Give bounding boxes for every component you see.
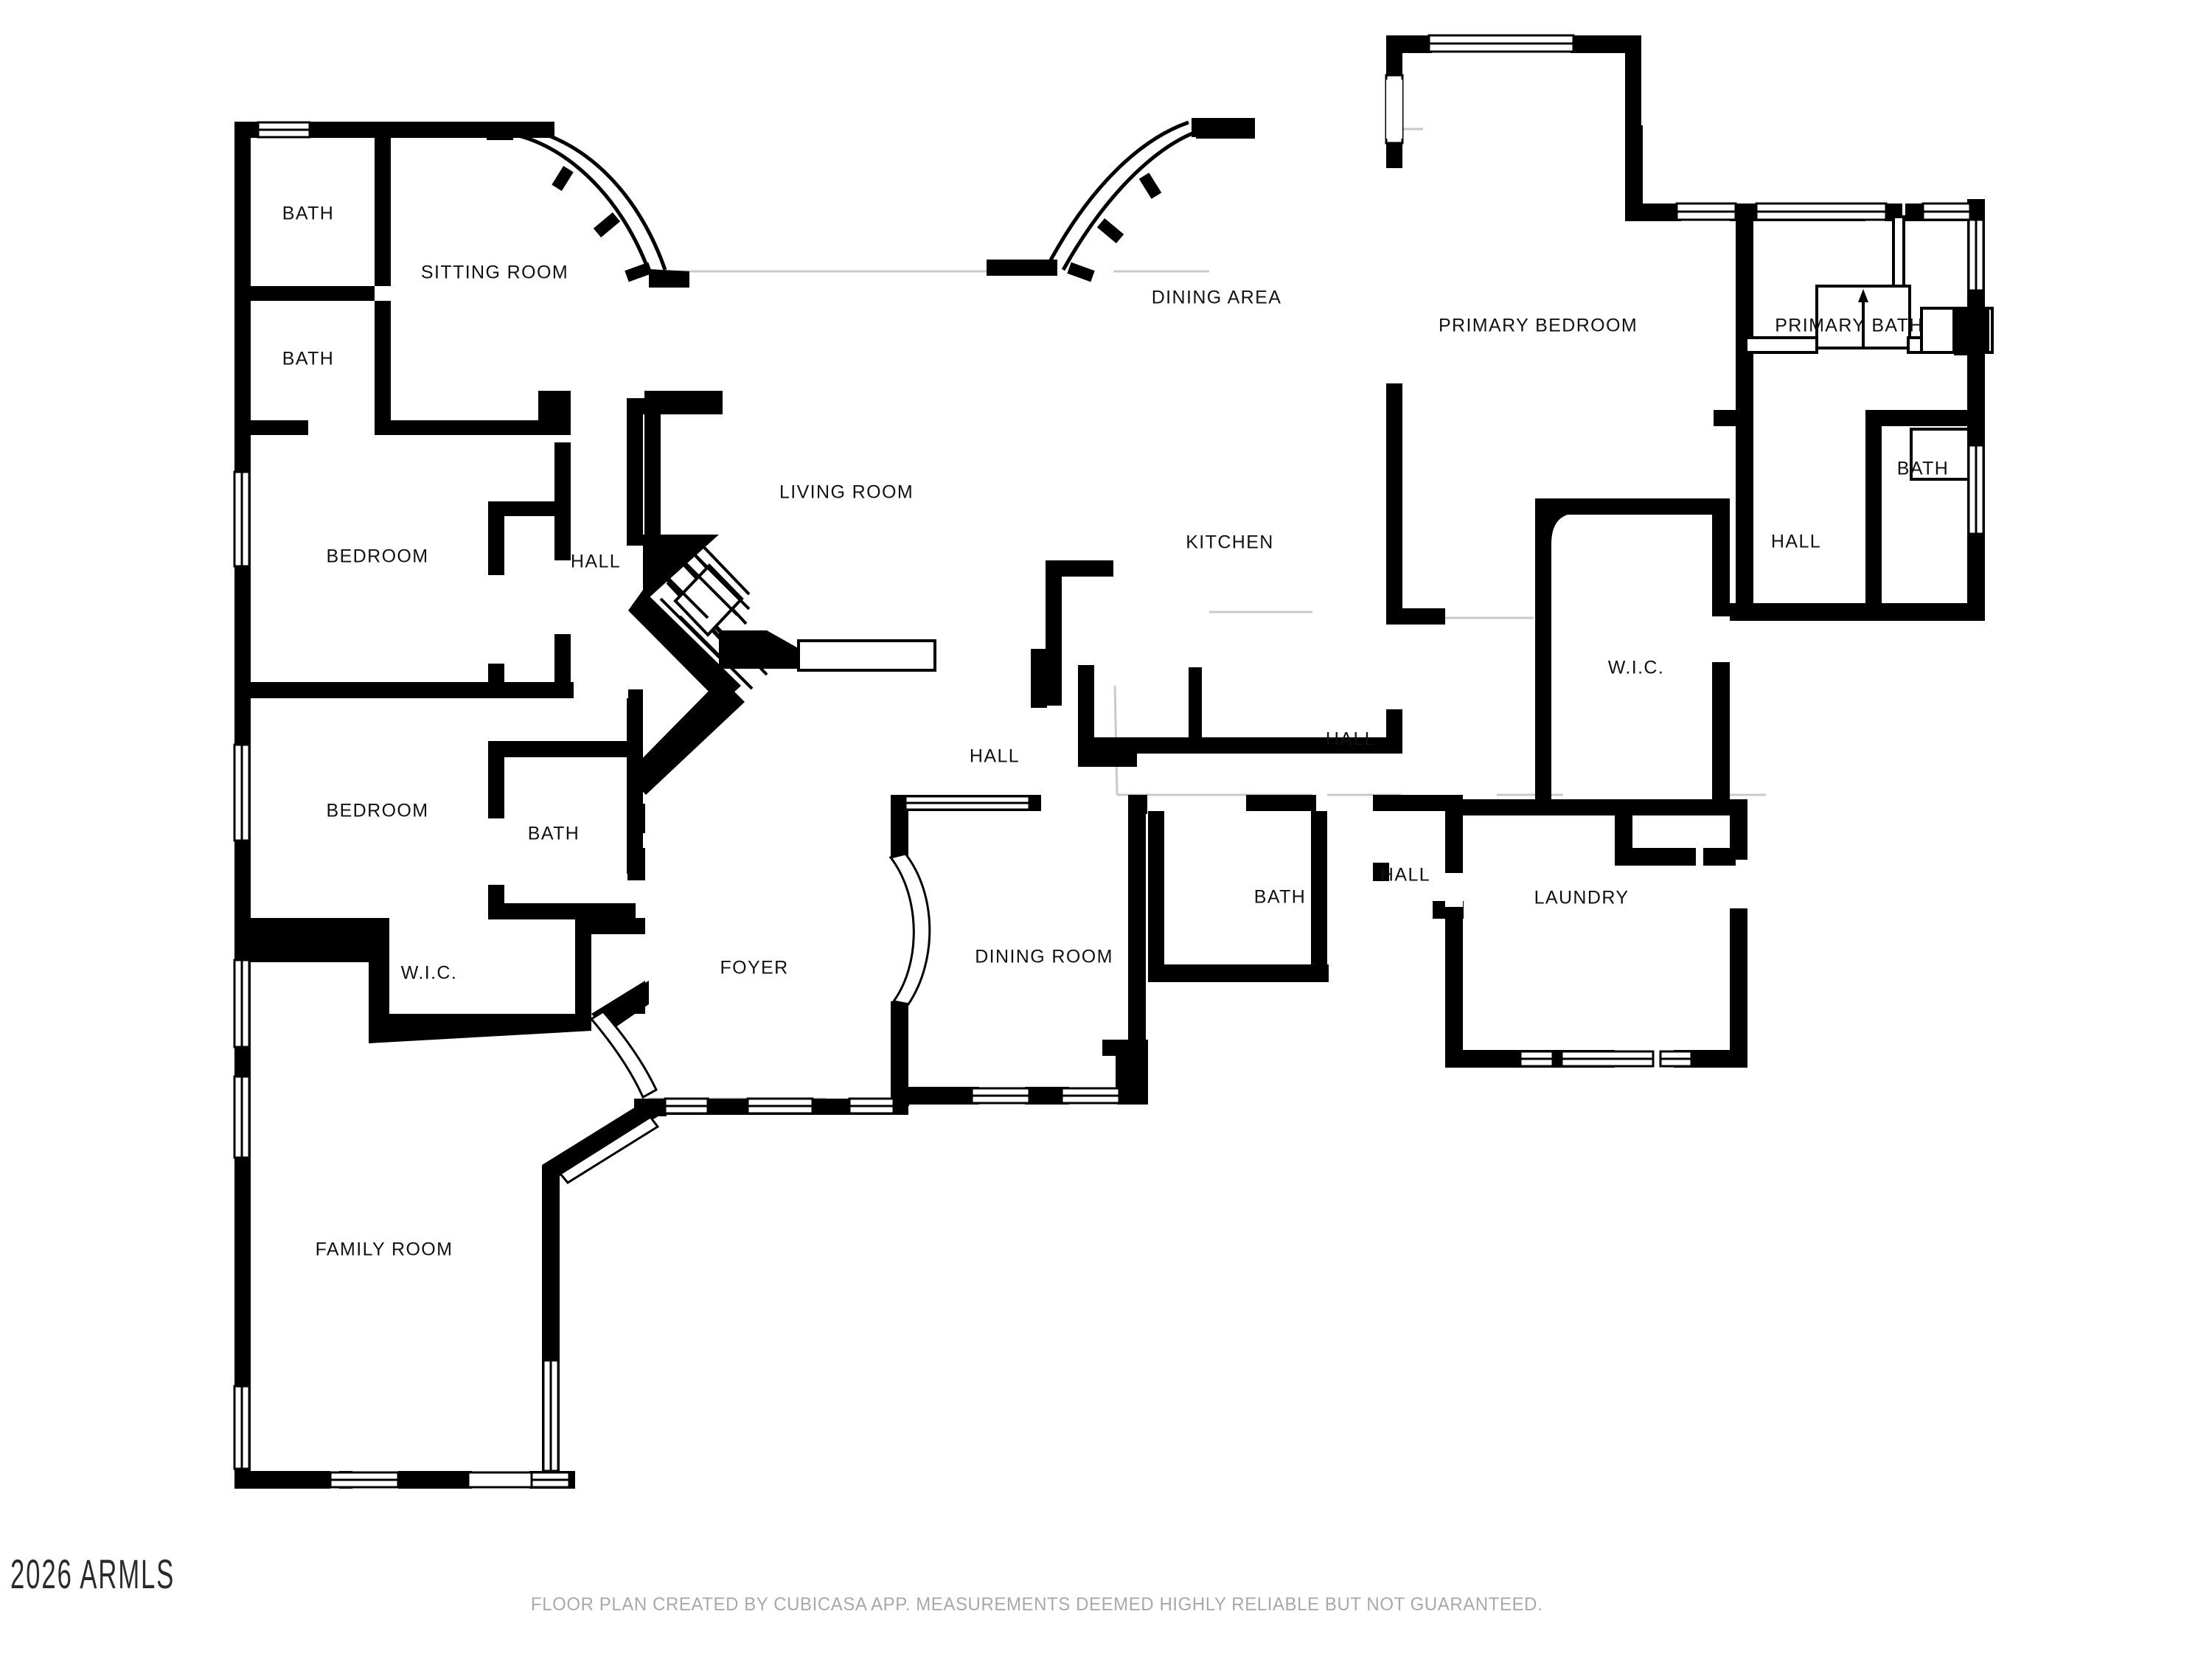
room-label-family-room: FAMILY ROOM — [315, 1239, 453, 1260]
room-label-hall-3: HALL — [1325, 728, 1377, 750]
room-label-living-room: LIVING ROOM — [779, 481, 914, 503]
room-label-bath-3: BATH — [527, 823, 580, 844]
door-openings — [308, 80, 1747, 908]
room-label-primary-bath: PRIMARY BATH — [1775, 315, 1924, 336]
room-label-wic-2: W.I.C. — [1607, 657, 1665, 678]
room-label-bath-2: BATH — [282, 348, 335, 369]
windows — [233, 34, 1985, 1489]
room-label-hall-2: HALL — [969, 745, 1020, 767]
room-label-bedroom-2: BEDROOM — [326, 800, 429, 821]
room-label-dining-room: DINING ROOM — [975, 946, 1113, 967]
room-label-hall-4: HALL — [1380, 864, 1431, 886]
room-label-bath-1: BATH — [282, 203, 335, 224]
room-label-hall-1: HALL — [570, 551, 622, 572]
room-label-hall-5: HALL — [1770, 531, 1822, 552]
staircase — [650, 546, 754, 690]
room-label-laundry: LAUNDRY — [1534, 887, 1630, 908]
room-label-sitting-room: SITTING ROOM — [420, 262, 569, 283]
room-label-kitchen: KITCHEN — [1186, 532, 1274, 553]
room-label-foyer: FOYER — [720, 957, 789, 978]
room-label-bath-4: BATH — [1253, 886, 1307, 908]
room-label-bedroom-1: BEDROOM — [326, 546, 429, 567]
room-label-bath-5: BATH — [1896, 458, 1950, 479]
room-label-wic-1: W.I.C. — [400, 962, 458, 984]
armls-watermark: 2026 ARMLS — [10, 1551, 175, 1597]
doors — [558, 852, 931, 1184]
room-label-primary-bedroom: PRIMARY BEDROOM — [1438, 315, 1638, 336]
footer-disclaimer: FLOOR PLAN CREATED BY CUBICASA APP. MEAS… — [531, 1594, 1543, 1615]
room-label-dining-area: DINING AREA — [1151, 287, 1282, 308]
